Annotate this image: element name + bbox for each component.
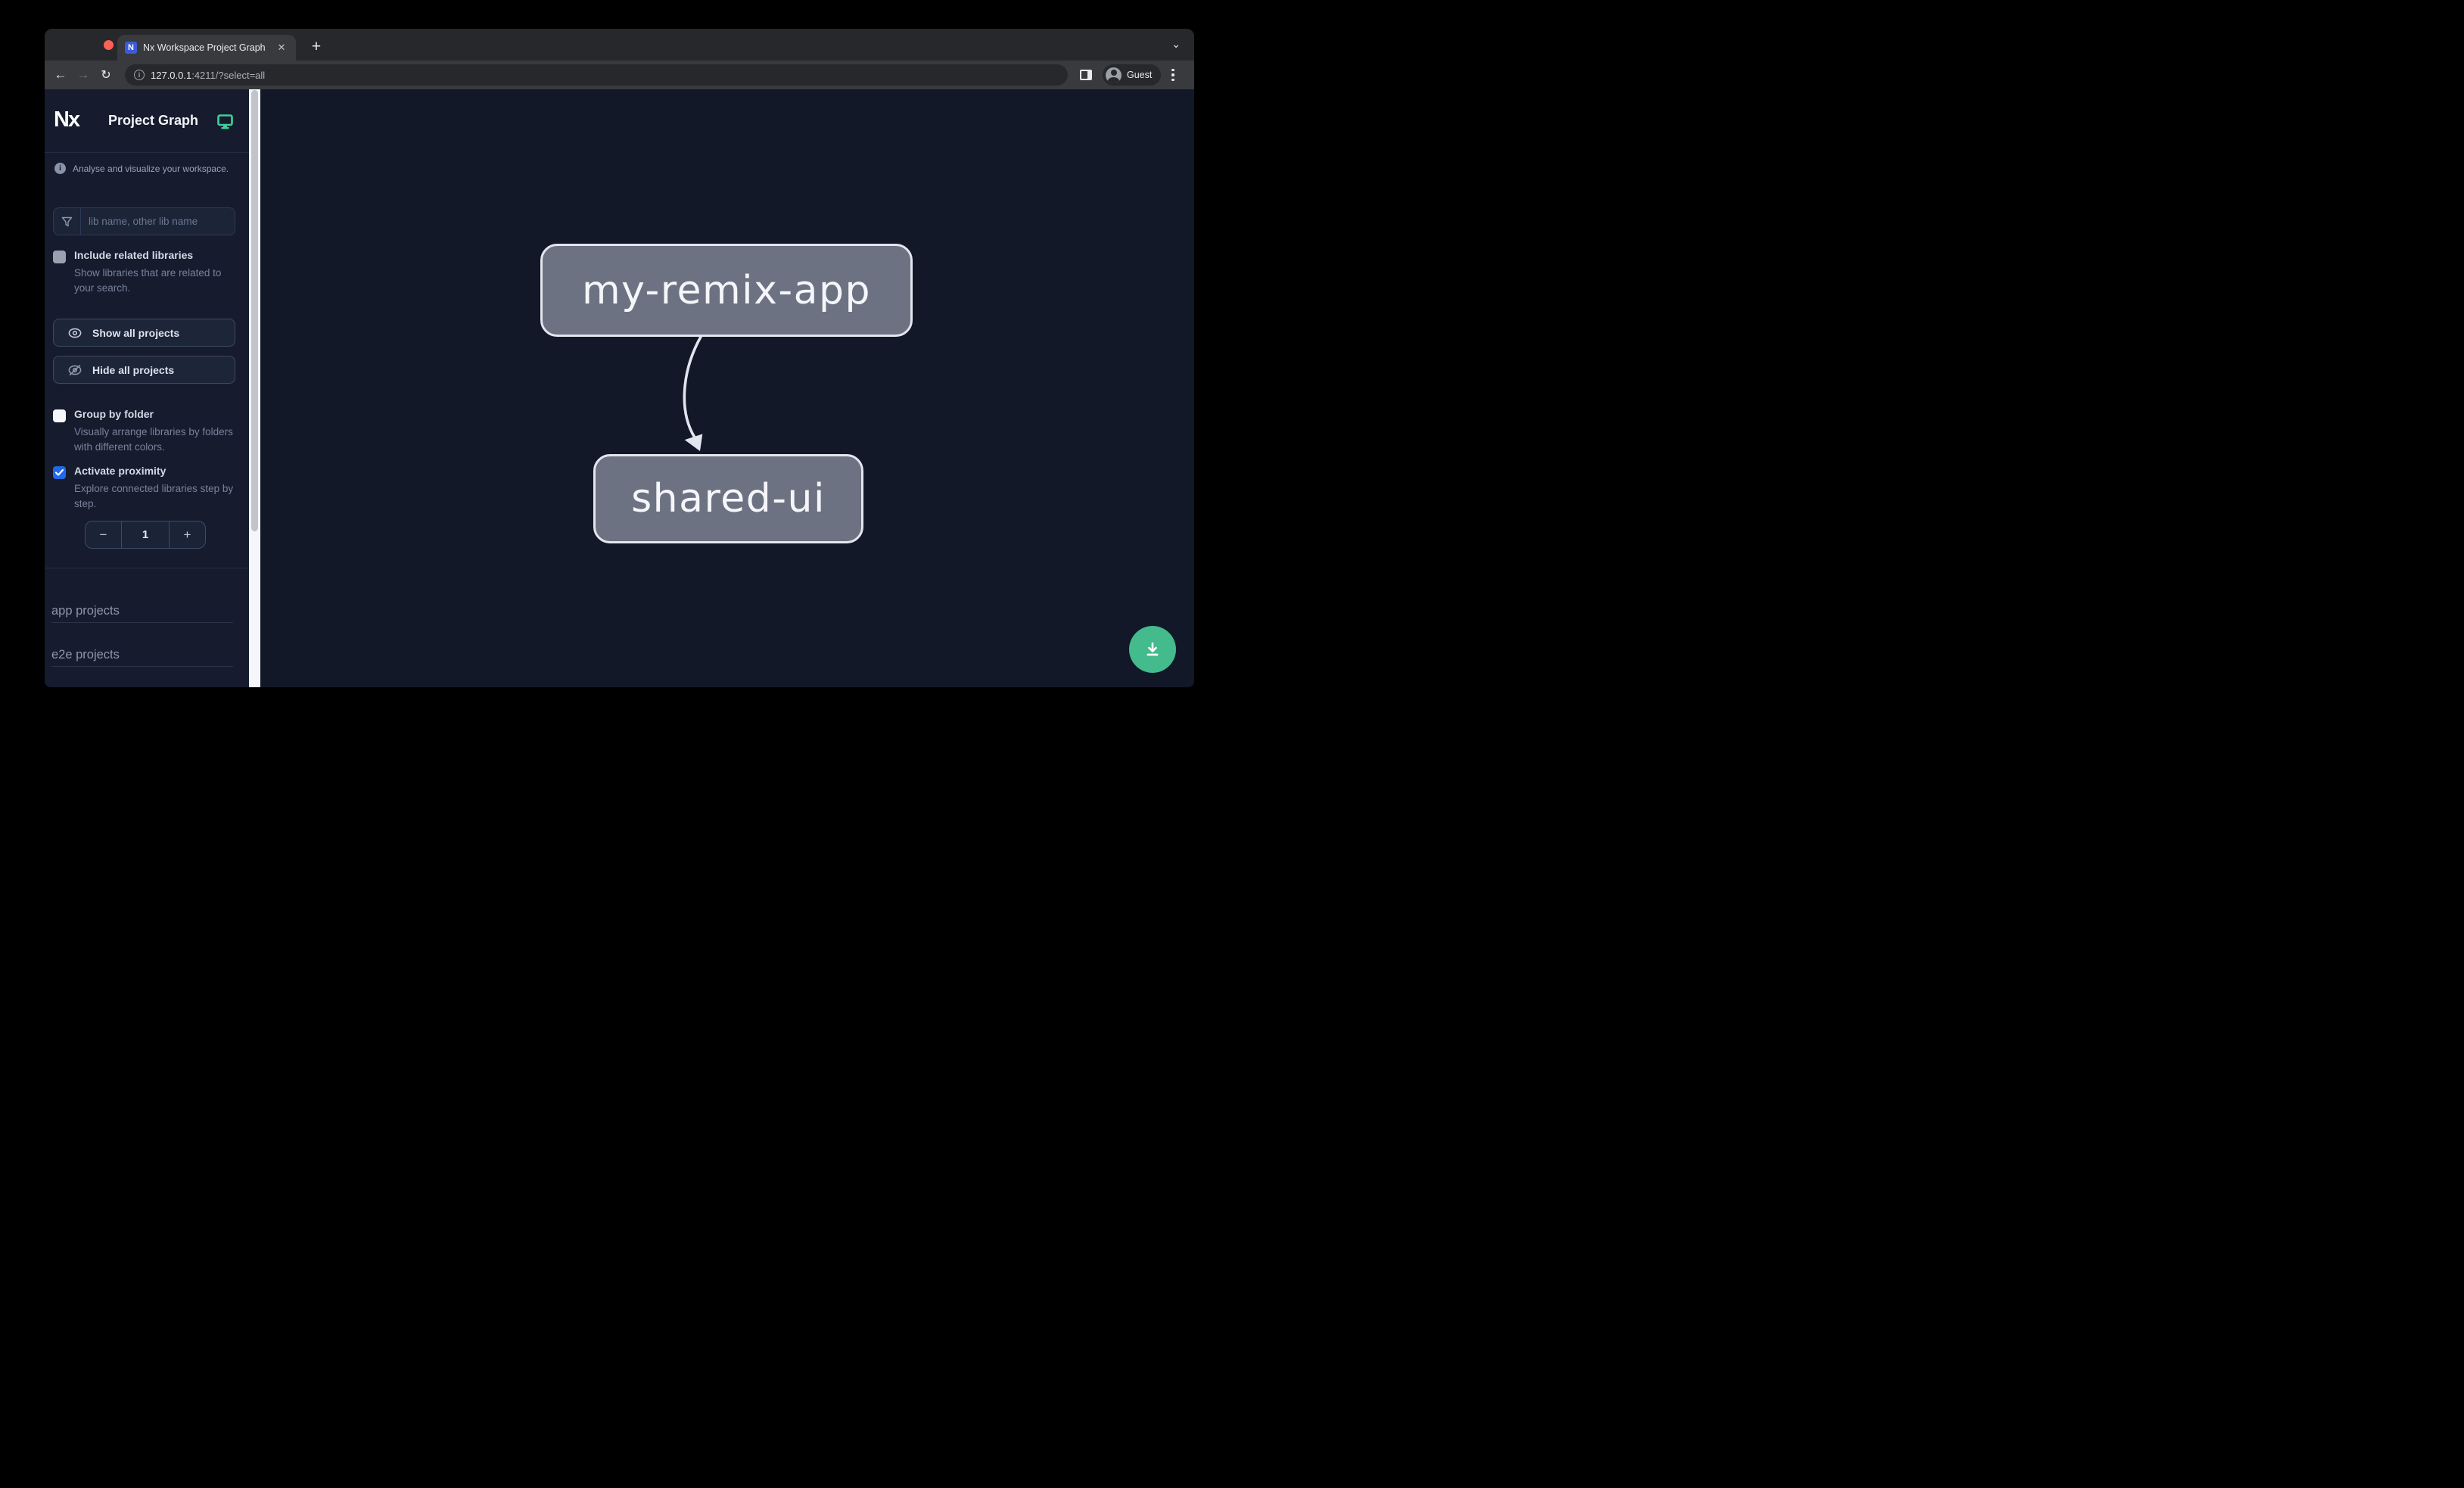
filter-box — [53, 207, 235, 235]
info-icon: i — [54, 163, 66, 174]
url-host: 127.0.0.1 — [151, 69, 192, 81]
back-button[interactable]: ← — [54, 67, 67, 82]
page-title: Project Graph — [108, 113, 199, 128]
edge-arrowhead-icon — [684, 434, 703, 451]
include-related-label: Include related libraries — [74, 249, 194, 261]
browser-toolbar: ← → ↻ i 127.0.0.1:4211/?select=all Guest — [45, 61, 1194, 89]
hide-all-projects-button[interactable]: Hide all projects — [53, 356, 235, 384]
graph-node-shared-ui[interactable]: shared-ui — [593, 454, 863, 543]
url-text: 127.0.0.1:4211/?select=all — [151, 70, 265, 81]
proximity-decrement-button[interactable]: − — [86, 521, 122, 548]
sidebar-scrollbar[interactable] — [249, 89, 260, 687]
url-path: :4211/?select=all — [191, 69, 266, 81]
site-info-icon[interactable]: i — [134, 70, 145, 80]
sidebar: Nx Project Graph i Analyse and visualize… — [45, 89, 249, 687]
activate-proximity-description: Explore connected libraries step by step… — [74, 483, 234, 509]
theme-monitor-icon[interactable] — [217, 114, 233, 129]
browser-tab[interactable]: N Nx Workspace Project Graph ✕ — [117, 35, 296, 61]
proximity-value: 1 — [142, 528, 149, 541]
graph-canvas[interactable]: my-remix-app shared-ui — [260, 89, 1194, 687]
tab-search-chevron-icon[interactable]: ⌄ — [1171, 38, 1181, 50]
eye-icon — [68, 328, 82, 338]
proximity-stepper: − 1 + — [85, 521, 206, 549]
profile-label: Guest — [1127, 70, 1153, 80]
hide-all-projects-label: Hide all projects — [92, 363, 175, 376]
graph-node-my-remix-app[interactable]: my-remix-app — [540, 244, 913, 337]
close-window-button[interactable] — [104, 40, 114, 50]
activate-proximity-label: Activate proximity — [74, 465, 166, 477]
include-related-checkbox[interactable] — [53, 251, 66, 263]
section-app-projects[interactable]: app projects — [51, 604, 233, 623]
group-by-folder-checkbox[interactable] — [53, 409, 66, 422]
forward-button[interactable]: → — [76, 67, 90, 82]
filter-input[interactable] — [81, 208, 235, 235]
proximity-increment-button[interactable]: + — [169, 521, 205, 548]
download-graph-button[interactable] — [1129, 626, 1176, 673]
avatar-icon — [1106, 67, 1122, 83]
tab-title: Nx Workspace Project Graph — [143, 42, 266, 53]
group-by-folder-description: Visually arrange libraries by folders wi… — [74, 426, 233, 453]
nx-favicon-icon: N — [125, 42, 137, 54]
check-icon — [55, 469, 64, 476]
new-tab-button[interactable]: + — [311, 38, 322, 55]
profile-button[interactable]: Guest — [1103, 64, 1162, 86]
browser-window: N Nx Workspace Project Graph ✕ + ⌄ ← → ↻… — [45, 29, 1194, 687]
tab-strip: N Nx Workspace Project Graph ✕ + ⌄ — [45, 29, 1194, 61]
activate-proximity-checkbox[interactable] — [53, 466, 66, 479]
group-by-folder-label: Group by folder — [74, 408, 154, 420]
workspace-tagline-row: i Analyse and visualize your workspace. — [54, 163, 229, 174]
tab-close-icon[interactable]: ✕ — [277, 42, 286, 53]
page-content: Nx Project Graph i Analyse and visualize… — [45, 89, 1194, 687]
show-all-projects-button[interactable]: Show all projects — [53, 319, 235, 347]
sidebar-header: Nx Project Graph — [45, 89, 249, 153]
workspace-tagline: Analyse and visualize your workspace. — [73, 163, 229, 174]
address-bar[interactable]: i 127.0.0.1:4211/?select=all — [125, 64, 1068, 86]
dependency-edge — [683, 335, 703, 451]
download-icon — [1146, 642, 1159, 656]
show-all-projects-label: Show all projects — [92, 326, 180, 339]
eye-off-icon — [68, 364, 82, 375]
include-related-description: Show libraries that are related to your … — [74, 267, 222, 294]
section-e2e-projects[interactable]: e2e projects — [51, 648, 233, 667]
side-panel-icon[interactable] — [1080, 70, 1092, 80]
reload-button[interactable]: ↻ — [101, 69, 111, 82]
nx-logo: Nx — [54, 107, 80, 132]
browser-menu-icon[interactable] — [1171, 68, 1174, 82]
scrollbar-thumb[interactable] — [251, 90, 258, 531]
filter-funnel-icon — [54, 208, 81, 235]
